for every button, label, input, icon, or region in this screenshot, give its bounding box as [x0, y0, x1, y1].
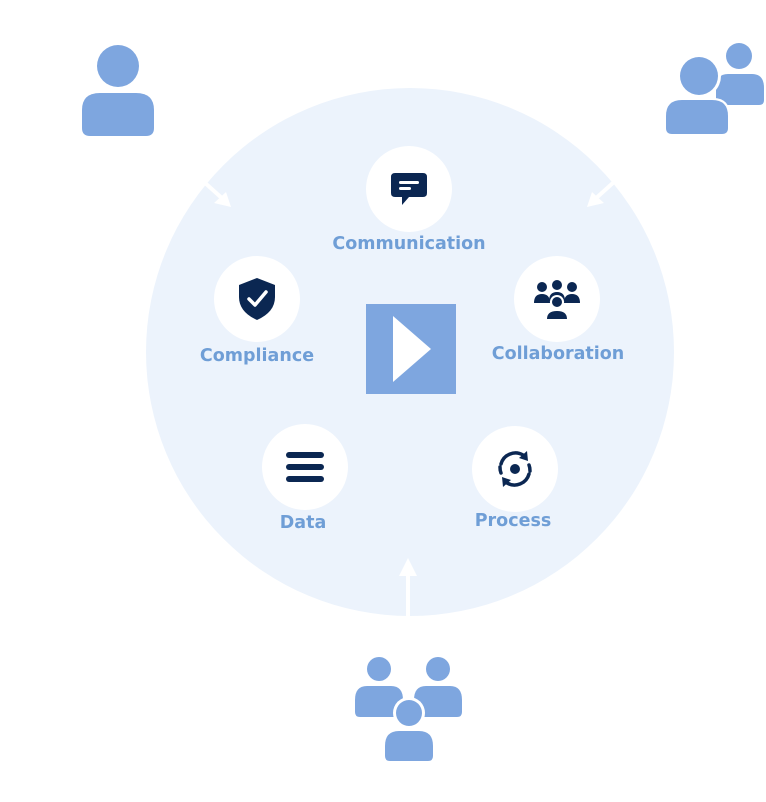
chat-bubble-icon	[391, 173, 427, 205]
refresh-cycle-icon	[498, 451, 532, 487]
process-label: Process	[474, 511, 552, 531]
group-icon	[534, 280, 580, 319]
arrow-from-team-users	[399, 558, 417, 618]
play-icon	[393, 316, 431, 382]
user-icon	[82, 45, 154, 136]
compliance-label: Compliance	[199, 346, 315, 366]
team-icon	[355, 657, 462, 762]
center-play-box	[366, 304, 456, 394]
arrow-from-single-user	[202, 180, 231, 207]
data-node	[262, 424, 348, 510]
arrow-from-pair-users	[587, 180, 616, 207]
compliance-node	[214, 256, 300, 342]
data-label: Data	[279, 513, 327, 533]
users-pair-icon	[664, 43, 764, 135]
single-user-figure	[80, 44, 156, 138]
menu-lines-icon	[286, 452, 324, 482]
communication-label: Communication	[332, 234, 486, 254]
communication-node	[366, 146, 452, 232]
shield-check-icon	[239, 278, 275, 320]
pair-users-figure	[664, 42, 766, 136]
process-node	[472, 426, 558, 512]
collaboration-node	[514, 256, 600, 342]
team-users-figure	[354, 656, 464, 762]
collaboration-label: Collaboration	[491, 344, 625, 364]
